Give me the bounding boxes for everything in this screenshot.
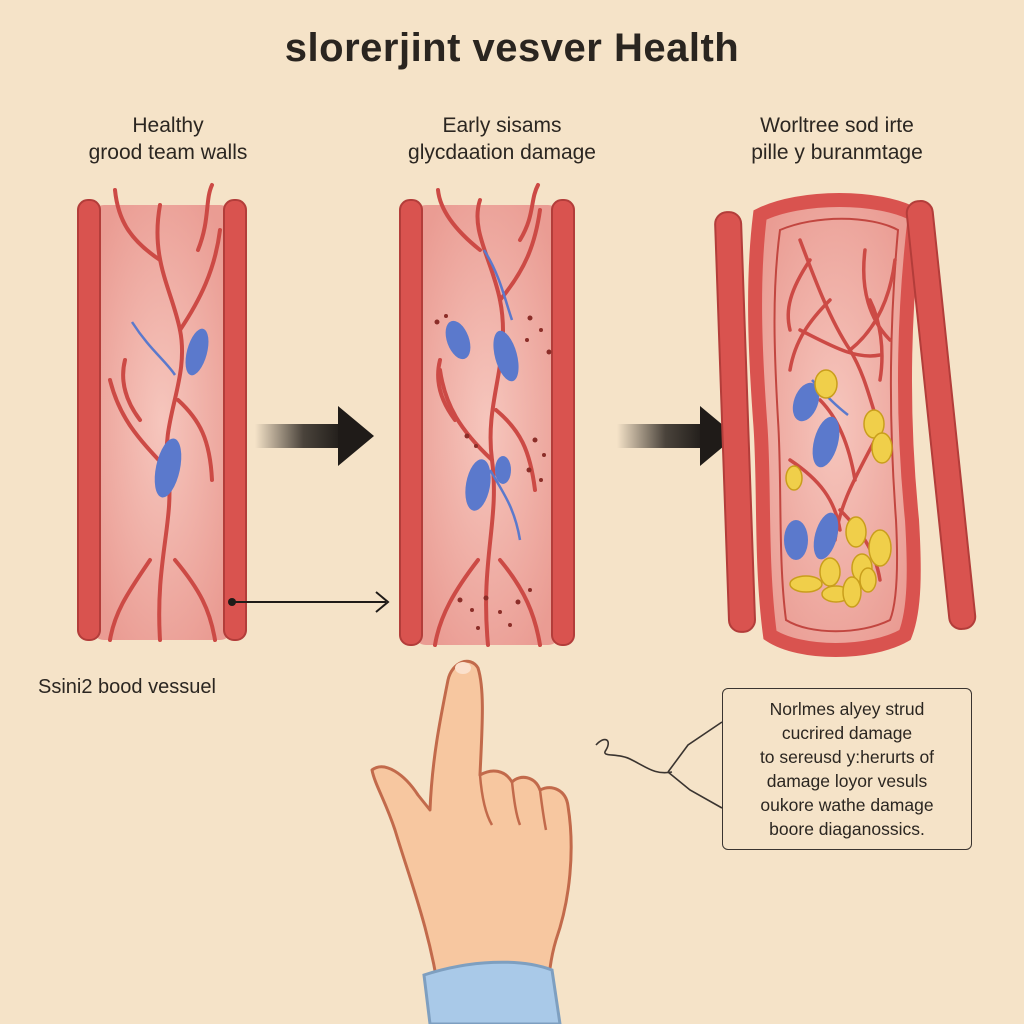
vessel-caption: Ssini2 bood vessuel [38,676,216,698]
note-line: Norlmes alyey strud [769,699,925,719]
vessel-healthy [77,183,247,642]
stage-detail: grood team walls [88,141,248,164]
stage-label-advanced: Worltree sod irte pille y buranmtage [687,112,987,166]
vessel-advanced-damage [714,193,977,657]
note-line: boore diaganossics. [769,819,925,839]
note-line: cucrired damage [781,723,913,743]
pointing-hand-icon [370,659,573,1024]
callout-lines [595,721,723,809]
right-arrow-icon [617,406,736,466]
stage-name: Healthy [132,114,204,137]
note-line: damage loyor vesuls [766,771,928,791]
vessel-early-damage [399,183,575,647]
stage-detail: glycdaation damage [408,141,596,164]
stage-name: Early sisams [442,114,562,137]
note-line: to sereusd y:herurts of [759,747,935,767]
note-callout: Norlmes alyey strud cucrired damage to s… [722,688,972,850]
note-line: oukore wathe damage [760,795,934,815]
right-arrow-icon [255,406,374,466]
stage-label-healthy: Healthy grood team walls [18,112,318,166]
stage-name: Worltree sod irte [760,114,914,137]
diagram-title: slorerjint vesver Health [284,26,740,70]
stage-detail: pille y buranmtage [751,141,923,164]
connector-arrow [228,591,390,613]
stage-label-early: Early sisams glycdaation damage [352,112,652,166]
